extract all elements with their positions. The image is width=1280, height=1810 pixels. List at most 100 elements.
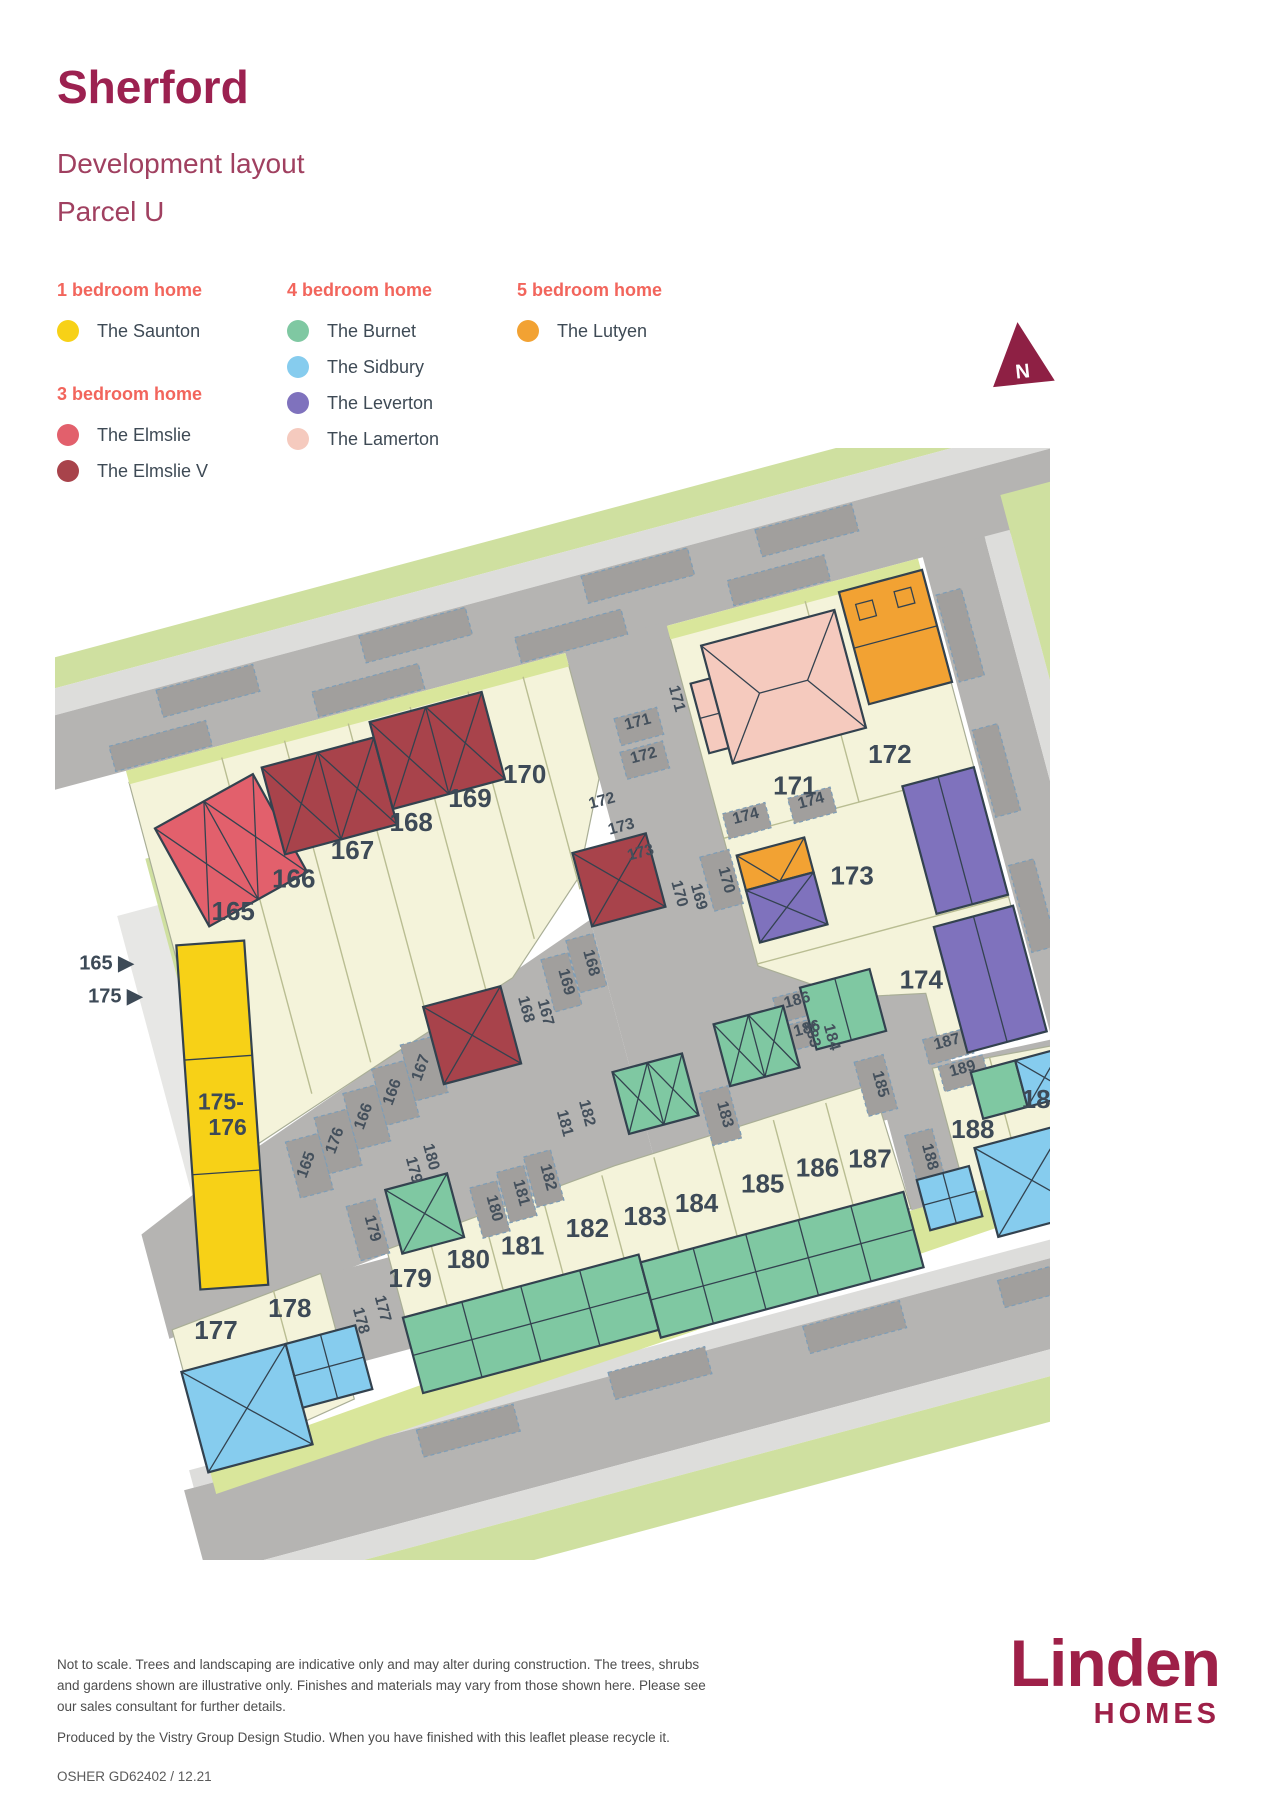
parking-label: 173 <box>626 841 656 864</box>
parking-bay <box>345 1198 391 1262</box>
building-sidbury <box>180 1342 314 1474</box>
building-burnet <box>611 1052 700 1136</box>
plot-label: 172 <box>868 739 911 769</box>
plot-label: 187 <box>848 1144 891 1174</box>
parking-label: 186 <box>792 1017 822 1040</box>
parking-bay <box>540 951 583 1013</box>
plot-pointer-label: 165 ▶ <box>79 953 135 975</box>
logo-line2: HOMES <box>1093 1698 1220 1730</box>
building-burnet <box>383 1172 466 1256</box>
garden-strip <box>125 653 570 785</box>
parking-label: 181 <box>553 1108 576 1138</box>
plot-label: 185 <box>741 1168 784 1198</box>
parking-bay <box>935 587 986 683</box>
parking-label: 178 <box>349 1306 372 1336</box>
parking-label: 170 <box>667 879 690 909</box>
parking-bay <box>580 547 696 605</box>
parking-bay <box>513 608 629 664</box>
parking-label: 170 <box>714 865 737 895</box>
building-lamerton <box>699 608 868 765</box>
parking-label: 189 <box>947 1057 977 1080</box>
legend-item: The Leverton <box>287 385 439 421</box>
parking-label: 179 <box>402 1155 425 1185</box>
linden-homes-logo: Linden HOMES <box>940 1630 1221 1731</box>
parking-label: 187 <box>932 1030 962 1053</box>
elmslie-color-dot <box>57 424 79 446</box>
page-subtitle-2: Parcel U <box>57 196 165 227</box>
footer-document-code: OSHER GD62402 / 12.21 <box>57 1768 212 1784</box>
plot-label: 177 <box>194 1315 237 1345</box>
parking-label: 180 <box>483 1193 506 1223</box>
plot-label: 184 <box>675 1188 719 1218</box>
legend-item-label: The Lutyen <box>557 320 648 341</box>
plot-label: 182 <box>566 1213 609 1243</box>
plot-label: 171 <box>773 770 816 800</box>
legend-item-label: The Saunton <box>97 320 201 341</box>
parking-bay <box>996 1253 1050 1309</box>
building-sidbury <box>284 1323 374 1410</box>
parking-label: 179 <box>361 1214 384 1244</box>
parking-label: 169 <box>554 967 577 997</box>
footer: Not to scale. Trees and landscaping are … <box>57 1655 712 1788</box>
parking-bay <box>313 1108 363 1175</box>
building-leverton <box>932 904 1049 1054</box>
plot-label: 176 <box>208 1114 246 1140</box>
map-pave <box>55 448 1050 741</box>
plot-label: 169 <box>448 783 491 813</box>
building-elmslie <box>153 772 309 928</box>
parking-bay <box>971 722 1022 818</box>
legend-item: The Burnet <box>287 313 439 349</box>
parking-bay <box>802 1299 908 1355</box>
parking-label: 181 <box>509 1178 532 1208</box>
legend-item: The Elmslie <box>57 417 208 453</box>
building-burnet <box>639 1190 925 1339</box>
plot-label: 173 <box>830 861 873 891</box>
plot-label: 178 <box>268 1293 311 1323</box>
parking-bay <box>698 1084 743 1147</box>
building-saunton <box>175 939 270 1291</box>
parking-label: 186 <box>782 989 812 1012</box>
parking-label: 183 <box>800 1019 823 1049</box>
parking-label: 171 <box>623 710 653 733</box>
parking-label: 167 <box>534 997 557 1027</box>
legend-item-label: The Sidbury <box>327 356 425 377</box>
parking-label: 174 <box>796 789 826 812</box>
parking-label: 169 <box>687 882 710 912</box>
legend-item: The Sidbury <box>287 349 439 385</box>
legend-item-label: The Leverton <box>327 392 434 413</box>
parking-bay <box>607 1345 713 1401</box>
parking-bay <box>468 1180 511 1239</box>
plot-label: 167 <box>331 835 374 865</box>
plot-divider <box>522 676 581 890</box>
legend-group-header: 1 bedroom home <box>57 280 203 300</box>
page-subtitle-1: Development layout <box>57 148 305 179</box>
plot-label: 188 <box>951 1114 994 1144</box>
parking-bay <box>619 740 671 781</box>
plot-label: 183 <box>623 1201 666 1231</box>
leverton-color-dot <box>287 392 309 414</box>
legend-group-header: 5 bedroom home <box>517 280 663 300</box>
parking-bay <box>786 786 838 825</box>
plot-label: 189 <box>1022 1084 1050 1114</box>
legend-item: The Saunton <box>57 313 202 349</box>
plot-label: 174 <box>900 964 944 994</box>
legend-group-header: 3 bedroom home <box>57 384 203 404</box>
parking-label: 182 <box>536 1162 559 1192</box>
lutyen-color-dot <box>517 320 539 342</box>
parking-bay <box>522 1149 565 1209</box>
plot-pointer-label: 175 ▶ <box>88 985 144 1007</box>
parking-bay <box>904 1127 947 1189</box>
parking-label: 173 <box>606 815 636 838</box>
legend-item-label: The Lamerton <box>327 428 440 449</box>
parking-label: 174 <box>731 805 761 828</box>
building-elmslie_v <box>368 690 507 811</box>
plot-divider <box>757 895 1009 965</box>
plot-label: 175- <box>198 1089 244 1115</box>
legend-group-header: 4 bedroom home <box>287 280 433 300</box>
building-leverton <box>744 870 829 944</box>
